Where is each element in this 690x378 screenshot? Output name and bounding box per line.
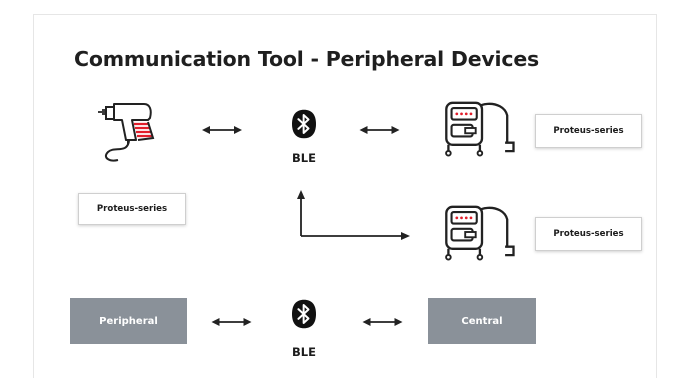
central-top-label: Proteus-series [535,114,642,148]
legend-central: Central [428,298,536,344]
central-bottom-label: Proteus-series [535,217,642,251]
ble-label: BLE [292,151,316,165]
vacuum-cleaner-icon [444,101,515,157]
ble-label: BLE [292,345,316,359]
double-arrow-icon [361,317,404,327]
bluetooth-icon [290,298,318,330]
branch-arrow [297,190,410,240]
page-title: Communication Tool - Peripheral Devices [74,47,540,71]
peripheral-device-label: Proteus-series [78,193,186,225]
drill-icon [98,103,155,162]
legend-peripheral: Peripheral [70,298,187,344]
vacuum-cleaner-icon [444,205,515,261]
double-arrow-icon [210,317,253,327]
double-arrow-icon [358,125,401,135]
bluetooth-icon [290,108,318,140]
double-arrow-icon [202,125,242,135]
